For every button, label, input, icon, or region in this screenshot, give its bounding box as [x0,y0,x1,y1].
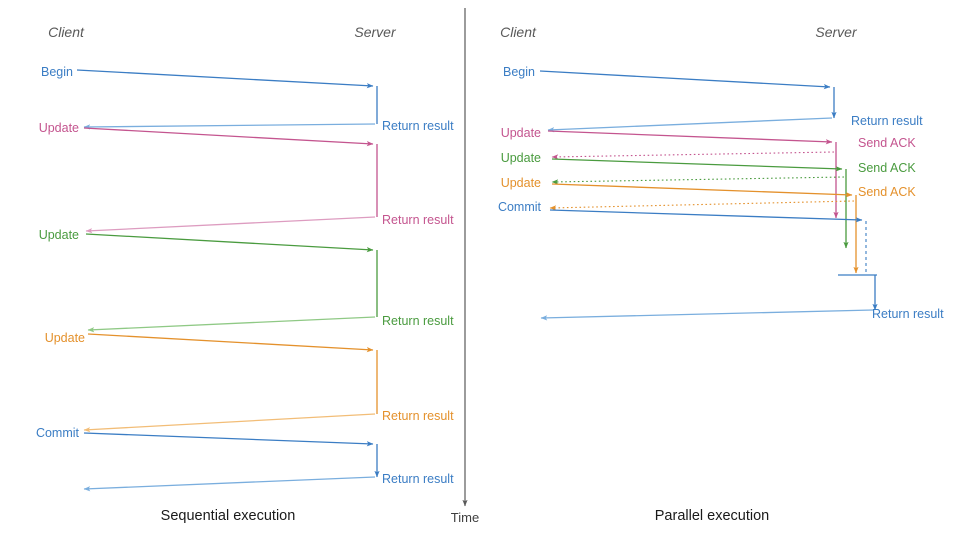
flow-sequential-commit-reply [83,476,376,492]
client-message-label-parallel-0: Begin [503,65,535,79]
flow-parallel-update2-ack [551,176,845,185]
flow-sequential-begin-reply [83,123,376,130]
server-message-label-sequential-2: Return result [382,314,454,328]
client-message-label-parallel-2: Update [501,151,541,165]
flow-parallel-commit-reply [540,309,874,321]
flow-parallel-begin-request [539,70,831,90]
client-message-label-sequential-2: Update [39,228,79,242]
server-lane-label: Server [354,24,397,40]
client-lane-label: Client [48,24,85,40]
server-lane-label: Server [815,24,858,40]
flow-parallel-update1-request [547,130,833,145]
client-message-label-sequential-0: Begin [41,65,73,79]
client-message-label-sequential-1: Update [39,121,79,135]
client-message-label-sequential-3: Update [45,331,85,345]
panel-caption-parallel: Parallel execution [655,508,769,524]
client-message-label-parallel-4: Commit [498,200,542,214]
panel-caption-sequential: Sequential execution [161,508,296,524]
server-message-label-sequential-3: Return result [382,409,454,423]
flow-parallel-update3-ack [549,200,855,211]
server-message-label-sequential-4: Return result [382,472,454,486]
flow-parallel-update1-ack [551,151,835,160]
flow-sequential-update1-request [83,127,374,147]
flow-sequential-begin-request [76,69,374,89]
client-message-label-sequential-4: Commit [36,426,80,440]
flow-sequential-update3-request [87,333,374,353]
flow-sequential-update3-reply [83,413,376,433]
client-lane-label: Client [500,24,537,40]
server-message-label-sequential-0: Return result [382,119,454,133]
flow-parallel-commit-request [549,209,863,223]
flow-sequential-update1-reply [85,216,376,234]
server-message-label-parallel-0: Return result [851,114,923,128]
client-message-label-parallel-3: Update [501,176,541,190]
server-message-label-sequential-1: Return result [382,213,454,227]
divider-layer: Time [451,8,479,525]
flow-sequential-update2-reply [87,316,376,333]
server-message-label-parallel-2: Send ACK [858,161,916,175]
flow-parallel-update2-request [551,158,843,172]
server-message-label-parallel-3: Send ACK [858,185,916,199]
server-message-label-parallel-1: Send ACK [858,136,916,150]
client-message-label-parallel-1: Update [501,126,541,140]
server-message-label-parallel-4: Return result [872,307,944,321]
flow-parallel-update3-request [551,183,853,198]
flow-sequential-update2-request [85,233,374,253]
flow-sequential-commit-request [83,432,374,447]
flow-parallel-begin-reply [547,117,833,133]
time-axis-label: Time [451,510,479,525]
